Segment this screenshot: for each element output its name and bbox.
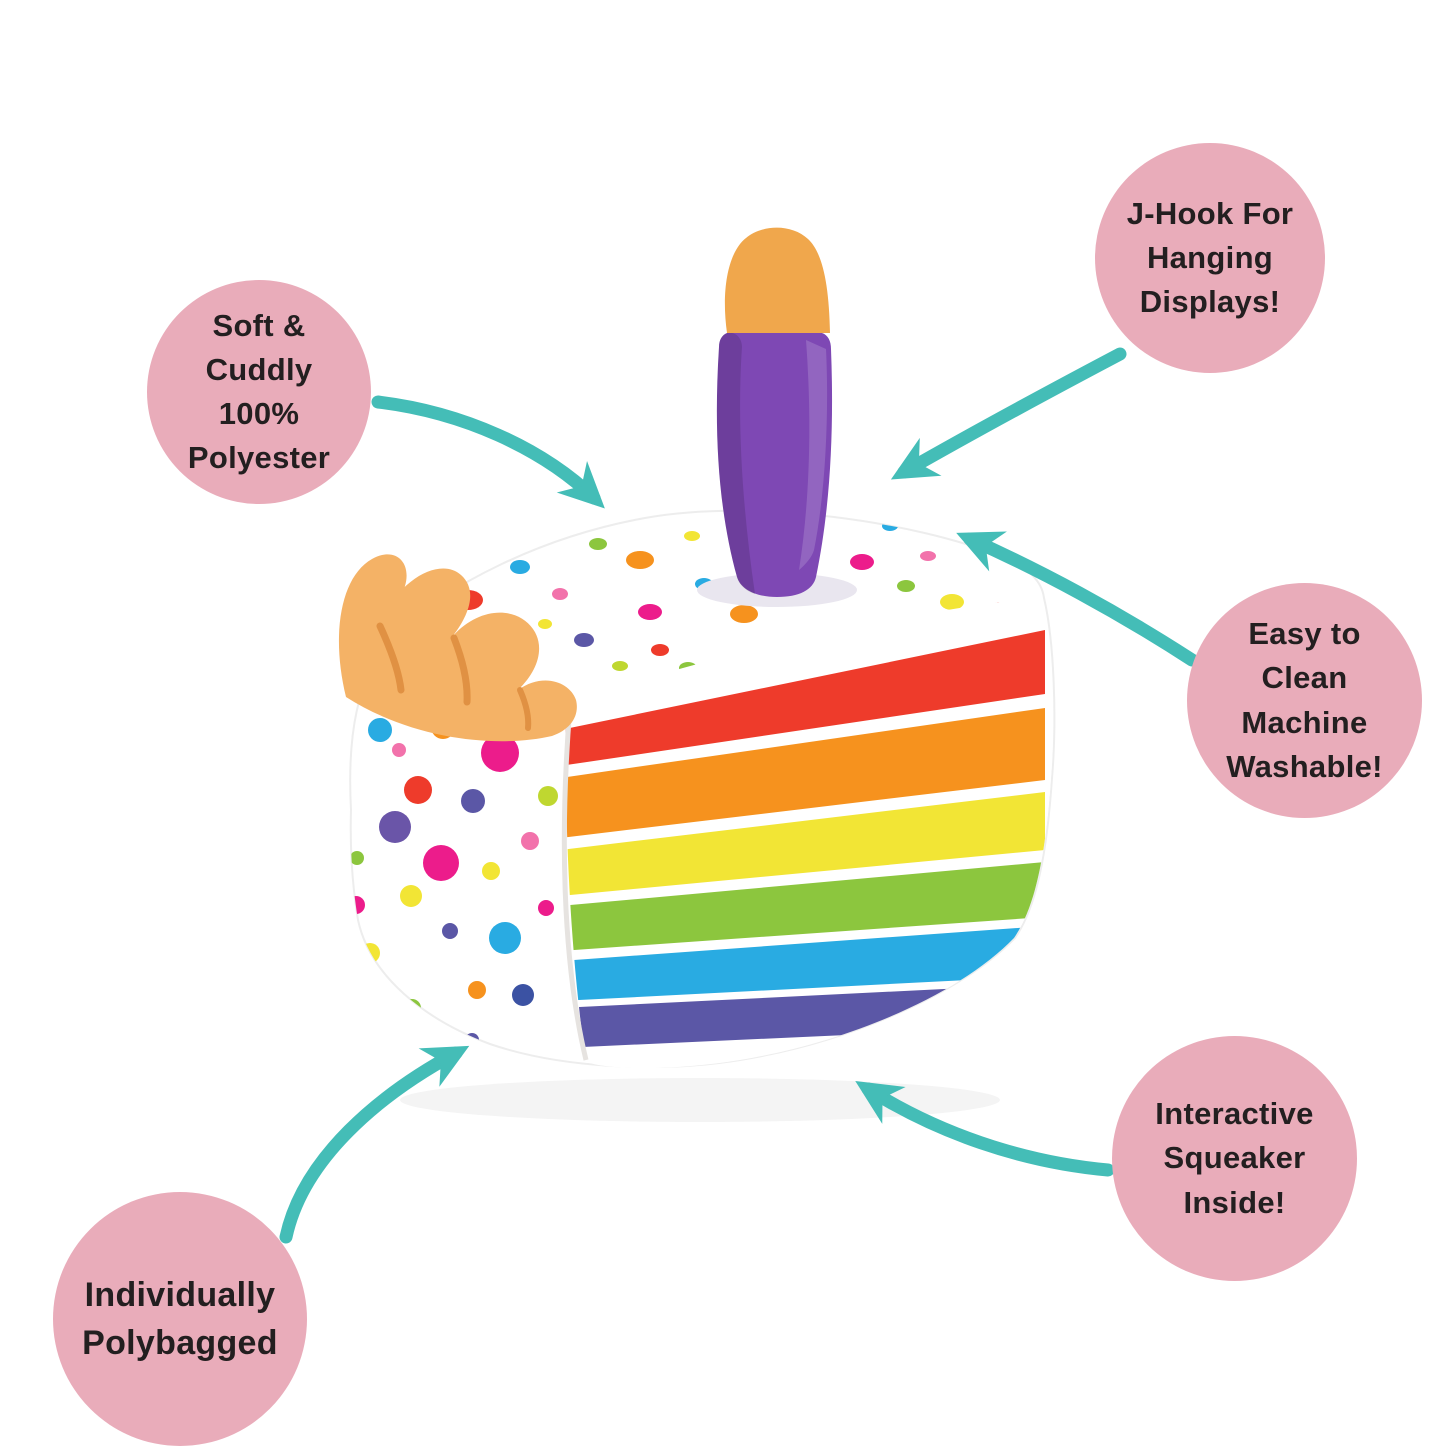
candle-flame bbox=[724, 227, 830, 333]
callout-j-hook-text: J-Hook For Hanging Displays! bbox=[1126, 195, 1294, 319]
stripe-purple bbox=[565, 984, 1045, 1048]
callout-squeaker: Interactive Squeaker Inside! bbox=[1112, 1036, 1357, 1281]
arrow-polybagged bbox=[279, 1045, 470, 1244]
arrow-j-hook bbox=[890, 347, 1127, 480]
stripe-orange bbox=[565, 708, 1045, 838]
callout-easy-clean: Easy to Clean Machine Washable! bbox=[1187, 583, 1422, 818]
birthday-candle bbox=[716, 227, 833, 597]
frosting-ruffle bbox=[338, 554, 577, 742]
candle-body bbox=[716, 333, 833, 597]
arrow-easy-clean bbox=[956, 531, 1199, 667]
cake-front-seam bbox=[561, 705, 589, 1061]
arrow-soft-cuddly bbox=[371, 395, 605, 509]
callout-easy-clean-text: Easy to Clean Machine Washable! bbox=[1226, 616, 1383, 784]
rainbow-stripes bbox=[565, 630, 1045, 1048]
callout-soft-cuddly: Soft & Cuddly 100% Polyester bbox=[147, 280, 371, 504]
arrow-squeaker bbox=[855, 1080, 1115, 1177]
cake-shadow bbox=[400, 1078, 1000, 1122]
stripe-red bbox=[565, 630, 1045, 766]
stripe-green bbox=[565, 862, 1045, 951]
callout-squeaker-text: Interactive Squeaker Inside! bbox=[1155, 1096, 1314, 1220]
callout-polybagged: Individually Polybagged bbox=[53, 1192, 307, 1446]
callout-polybagged-text: Individually Polybagged bbox=[82, 1275, 278, 1362]
callout-j-hook: J-Hook For Hanging Displays! bbox=[1095, 143, 1325, 373]
callout-soft-cuddly-text: Soft & Cuddly 100% Polyester bbox=[187, 307, 331, 476]
stripe-yellow bbox=[565, 792, 1045, 896]
stripe-cyan bbox=[565, 926, 1045, 1001]
